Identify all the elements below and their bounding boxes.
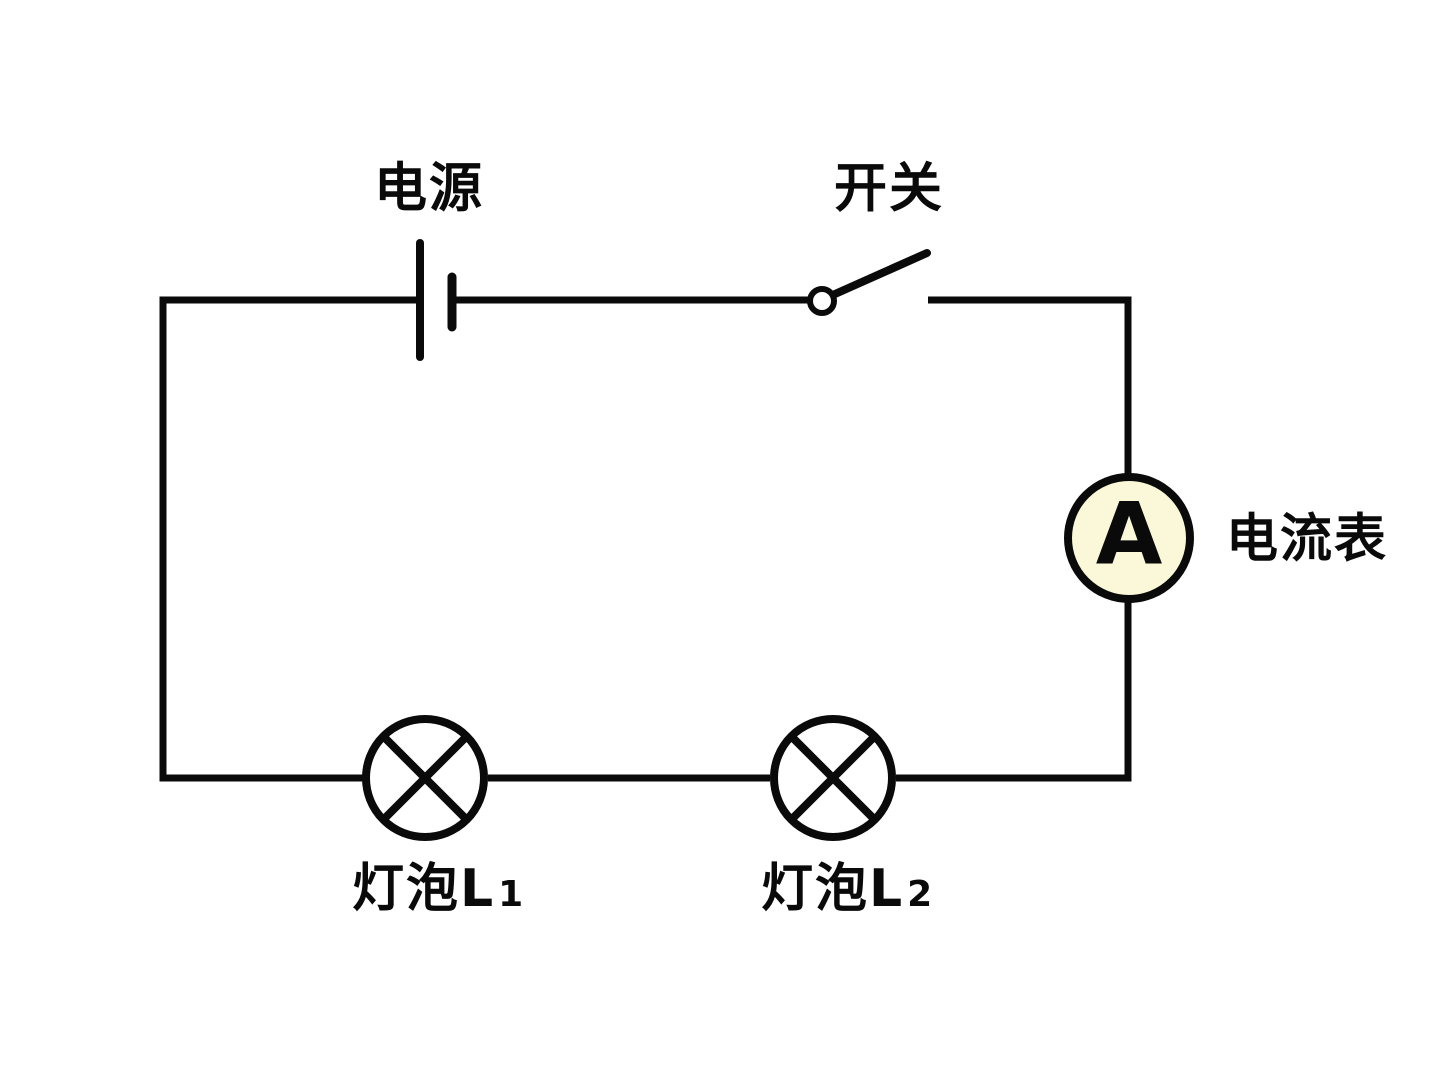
bulb1-label: 灯泡L1 <box>352 859 526 919</box>
bulb1-label-prefix: 灯泡L <box>352 859 496 919</box>
wire-switch-to-ammeter <box>928 296 1132 478</box>
bulb2-x-line2-icon <box>788 733 878 823</box>
wire-ammeter-to-bulb2 <box>896 598 1132 782</box>
power-label: 电源 <box>374 158 484 219</box>
switch-contact-icon <box>807 286 837 316</box>
ammeter-label: 电流表 <box>1226 509 1389 570</box>
wire-left-loop <box>159 296 417 782</box>
switch-label: 开关 <box>834 158 944 219</box>
bulb2-label: 灯泡L2 <box>761 859 935 919</box>
bulb1-x-line2-icon <box>380 733 470 823</box>
ammeter-symbol: A <box>1095 484 1163 585</box>
bulb1-label-subscript: 1 <box>498 874 526 915</box>
switch-lever-icon <box>831 249 931 298</box>
bulb2-label-prefix: 灯泡L <box>761 859 905 919</box>
bulb2-label-subscript: 2 <box>907 874 935 915</box>
